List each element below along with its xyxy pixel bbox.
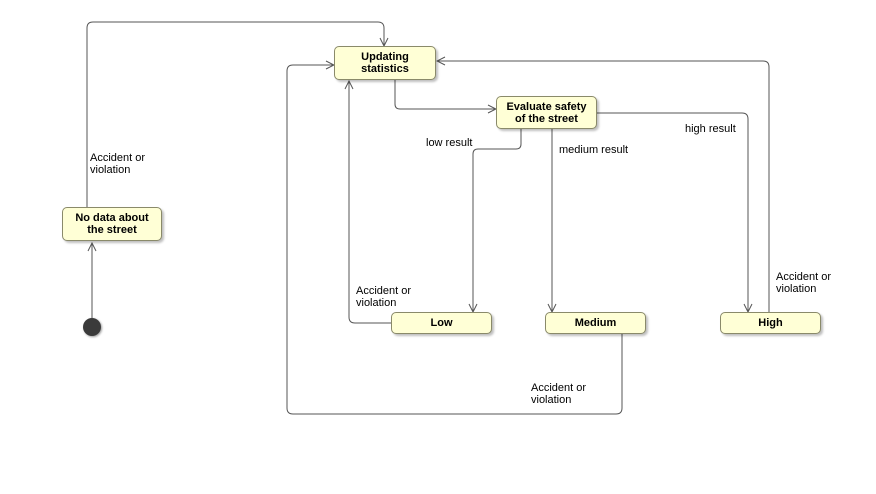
edge-updating-to-evaluate [394, 80, 496, 109]
label-low-result: low result [426, 137, 473, 149]
label-high-result: high result [685, 123, 736, 135]
state-no-data: No data about the street [62, 207, 162, 241]
label-high-to-updating: Accident or violation [776, 271, 832, 295]
state-updating-statistics: Updating statistics [334, 46, 436, 80]
edge-medium-to-updating [286, 65, 623, 415]
label-medium-result: medium result [559, 144, 629, 156]
edge-low-to-updating [349, 81, 391, 324]
label-medium-to-updating: Accident or violation [531, 382, 587, 406]
state-medium: Medium [545, 312, 646, 334]
edge-nodata-to-updating [86, 21, 384, 208]
state-low: Low [391, 312, 492, 334]
state-evaluate-safety: Evaluate safety of the street [496, 96, 597, 129]
edge-high-to-updating [437, 61, 770, 312]
edge-evaluate-to-high [597, 112, 748, 312]
label-low-to-updating: Accident or violation [356, 285, 412, 309]
label-nodata-to-updating: Accident or violation [90, 152, 146, 176]
edge-evaluate-to-low [473, 129, 522, 312]
state-high: High [720, 312, 821, 334]
initial-state-node [83, 318, 101, 336]
